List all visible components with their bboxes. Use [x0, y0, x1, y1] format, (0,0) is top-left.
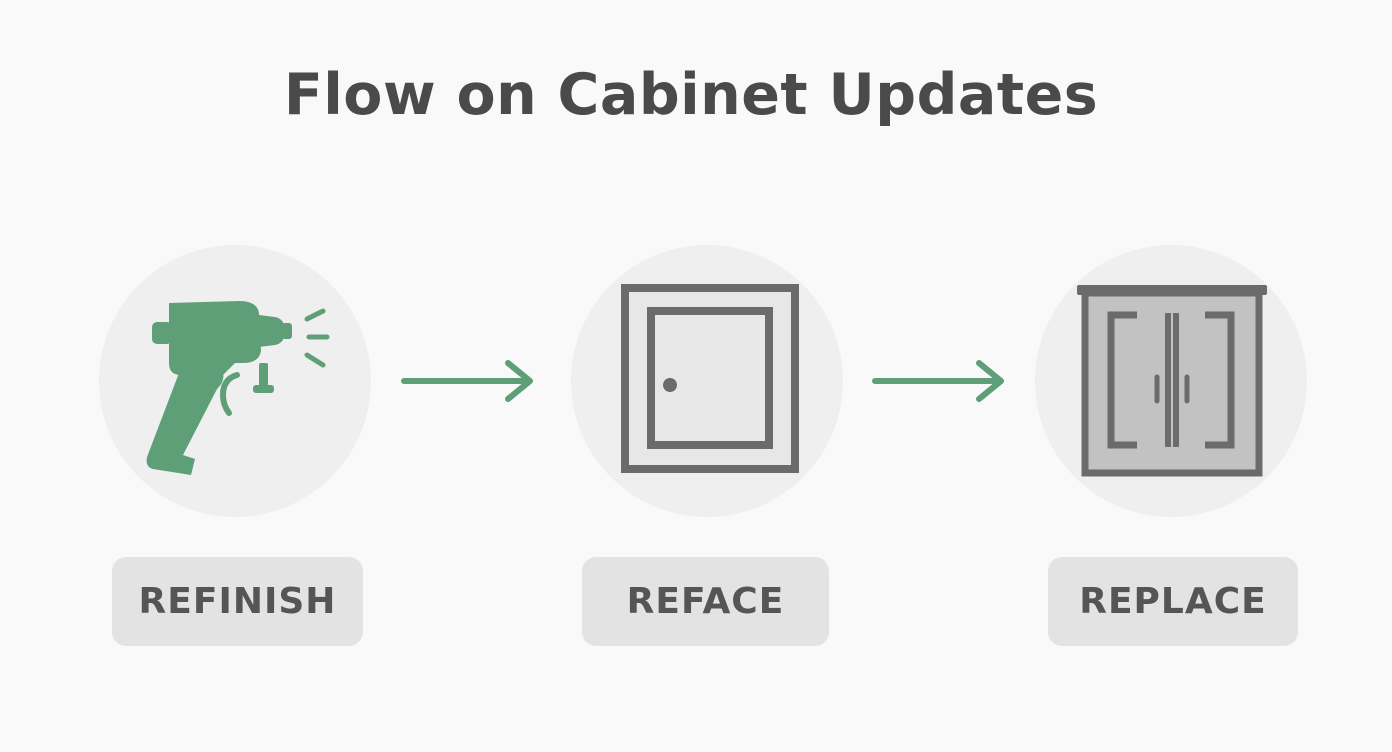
step-label-reface: REFACE [582, 557, 829, 646]
spray-gun-icon [146, 301, 330, 475]
arrow-right-icon [401, 360, 533, 402]
diagram-title: Flow on Cabinet Updates [283, 62, 1099, 128]
arrow-right-icon [872, 360, 1004, 402]
step-label-refinish: REFINISH [112, 557, 363, 646]
step-refinish-circle [99, 245, 371, 517]
cabinet-icon [1077, 285, 1267, 477]
step-label-replace: REPLACE [1048, 557, 1298, 646]
step-reface-circle [571, 245, 843, 517]
step-replace-circle [1035, 245, 1307, 517]
cabinet-door-icon [621, 284, 799, 473]
